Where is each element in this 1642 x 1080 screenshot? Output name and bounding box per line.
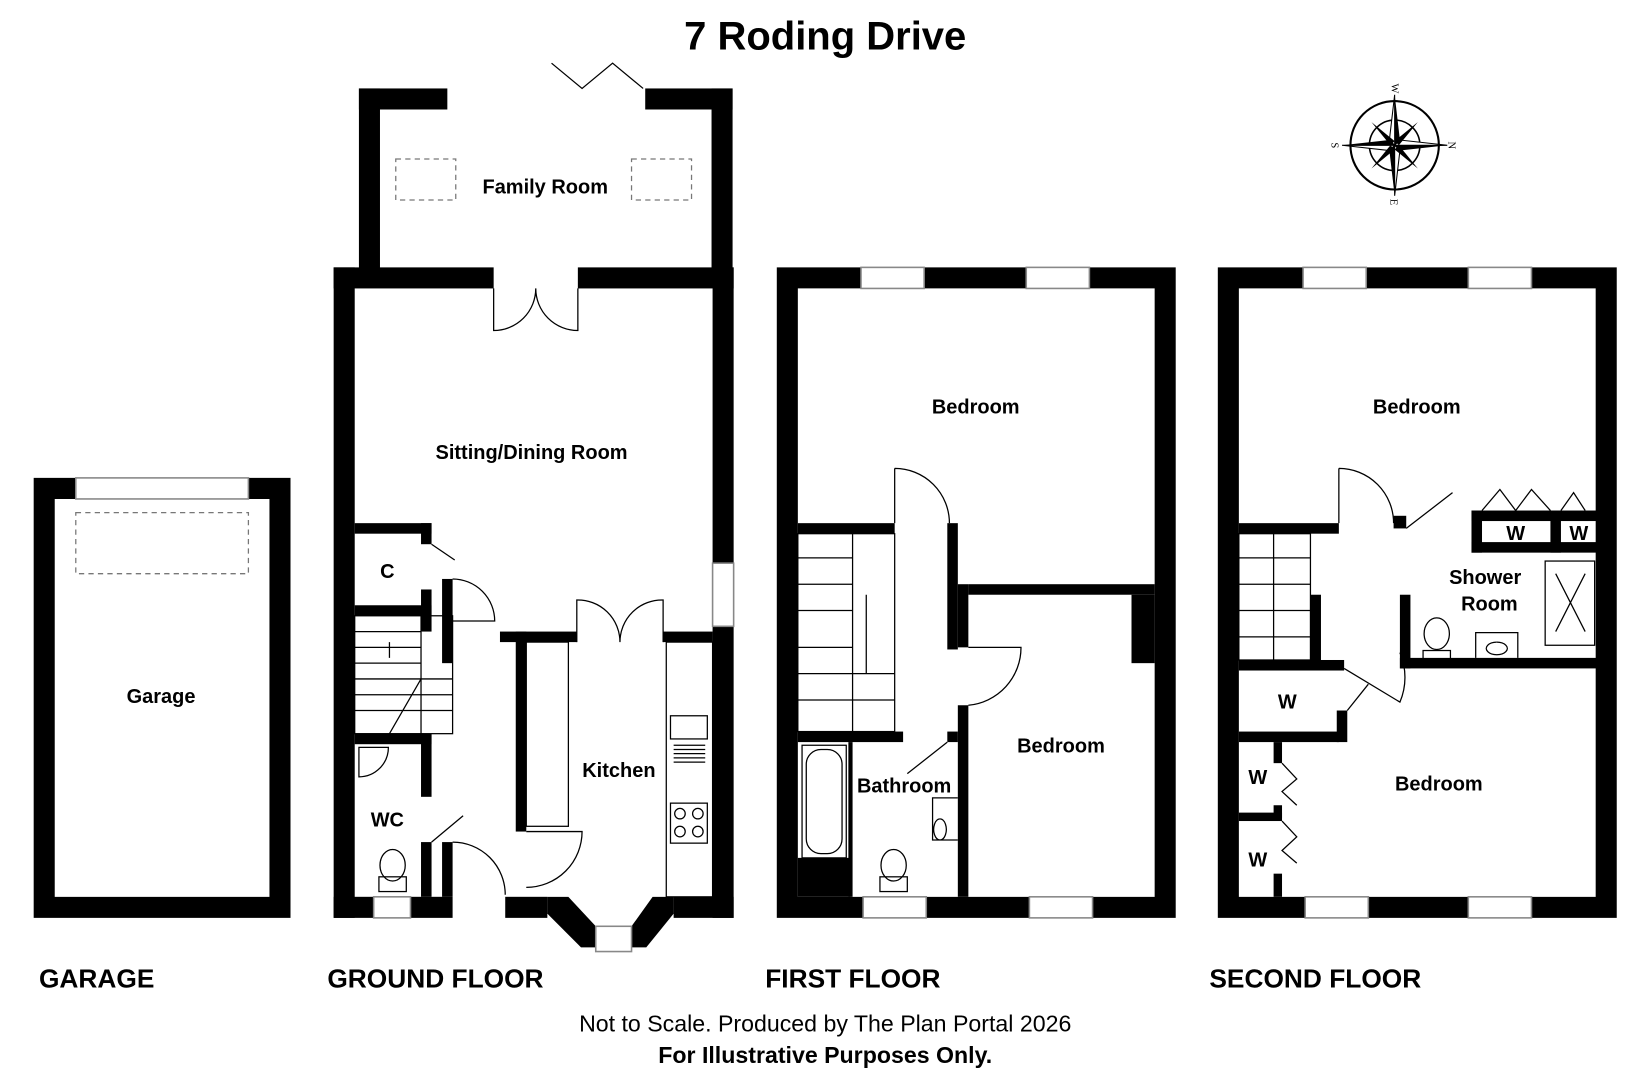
svg-text:W: W [1388, 83, 1399, 93]
floor-label-first: FIRST FLOOR [765, 963, 940, 993]
plan-title: 7 Roding Drive [684, 15, 966, 59]
room-bathroom: Bathroom [857, 776, 951, 798]
room-kitchen: Kitchen [582, 760, 655, 782]
wardrobe-4: W [1248, 767, 1267, 789]
compass-icon: W N S E [1328, 83, 1456, 205]
room-sitting-dining: Sitting/Dining Room [436, 442, 628, 464]
room-shower-room-line2: Room [1461, 594, 1518, 616]
floor-label-second: SECOND FLOOR [1209, 963, 1421, 993]
garage-plan: Garage [33, 477, 291, 918]
wardrobe-3: W [1278, 691, 1297, 713]
floor-label-ground: GROUND FLOOR [327, 963, 543, 993]
room-cupboard: C [380, 561, 394, 583]
wardrobe-1: W [1506, 523, 1525, 545]
svg-text:N: N [1445, 141, 1456, 149]
svg-text:S: S [1328, 142, 1339, 148]
wardrobe-5: W [1248, 849, 1267, 871]
room-wc: WC [371, 809, 404, 831]
footer-note: Not to Scale. Produced by The Plan Porta… [579, 1011, 1071, 1037]
first-floor-plan: Bedroom Bedroom Bathroom [776, 266, 1176, 919]
ground-floor-plan: Family Room Sitting/Dining Room C Kitche… [333, 62, 735, 953]
room-bedroom-4: Bedroom [1395, 774, 1483, 796]
wardrobe-2: W [1569, 523, 1588, 545]
floor-label-garage: GARAGE [39, 963, 154, 993]
svg-text:E: E [1387, 199, 1398, 205]
second-floor-plan: Bedroom Shower Room Bedroom W W W W W [1217, 266, 1617, 919]
room-shower-room-line1: Shower [1449, 567, 1521, 589]
room-bedroom-1: Bedroom [932, 397, 1020, 419]
room-bedroom-3: Bedroom [1373, 397, 1461, 419]
room-garage: Garage [127, 686, 196, 708]
footer-disclaimer: For Illustrative Purposes Only. [658, 1042, 992, 1068]
room-family-room: Family Room [482, 177, 607, 199]
room-bedroom-2: Bedroom [1017, 736, 1105, 758]
